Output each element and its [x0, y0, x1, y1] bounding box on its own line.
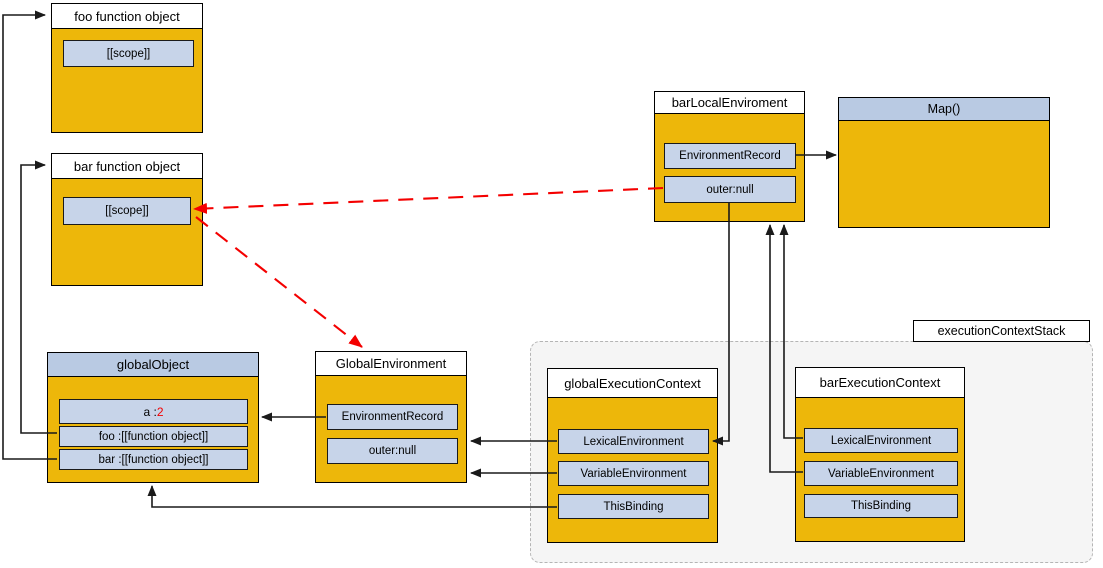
node-bar-execution-context-title: barExecutionContext [796, 368, 964, 398]
node-global-environment: GlobalEnvironment EnvironmentRecord oute… [315, 351, 467, 483]
global-object-row-a: a :2 [59, 399, 248, 424]
execution-context-stack-label: executionContextStack [913, 320, 1090, 342]
global-environment-outer-row: outer:null [327, 438, 458, 464]
bar-local-environment-record-row: EnvironmentRecord [664, 143, 796, 169]
node-bar-execution-context: barExecutionContext LexicalEnvironment V… [795, 367, 965, 542]
execution-context-stack-label-text: executionContextStack [937, 324, 1066, 338]
node-map: Map() [838, 97, 1050, 228]
row-a-value: 2 [156, 404, 164, 419]
bar-ec-variable-row: VariableEnvironment [804, 461, 958, 486]
node-global-environment-title: GlobalEnvironment [316, 352, 466, 376]
row-a-label: a : [143, 404, 157, 419]
global-object-row-bar: bar :[[function object]] [59, 449, 248, 470]
red-arrow-barlocal-outer-to-bar-scope [193, 186, 664, 214]
bar-ec-lexical-row: LexicalEnvironment [804, 428, 958, 453]
bar-local-environment-outer-row: outer:null [664, 176, 796, 203]
red-arrow-bar-scope-to-globalenv [195, 216, 363, 348]
global-object-row-foo: foo :[[function object]] [59, 426, 248, 447]
node-global-execution-context: globalExecutionContext LexicalEnvironmen… [547, 368, 718, 543]
global-ec-thisbinding-row: ThisBinding [558, 494, 709, 519]
global-ec-variable-row: VariableEnvironment [558, 461, 709, 486]
node-bar-function-object-title: bar function object [52, 154, 202, 179]
node-foo-function-object-title: foo function object [52, 4, 202, 29]
node-bar-local-environment: barLocalEnviroment EnvironmentRecord out… [654, 91, 805, 222]
node-map-title: Map() [839, 98, 1049, 121]
node-bar-function-object: bar function object [[scope]] [51, 153, 203, 286]
bar-scope-row: [[scope]] [63, 197, 191, 225]
global-ec-lexical-row: LexicalEnvironment [558, 429, 709, 454]
node-foo-function-object: foo function object [[scope]] [51, 3, 203, 133]
node-global-object: globalObject a :2 foo :[[function object… [47, 352, 259, 483]
arrow-global-ec-thisbinding-to-globalobject [147, 485, 557, 508]
foo-scope-row: [[scope]] [63, 40, 194, 67]
node-global-object-title: globalObject [48, 353, 258, 377]
global-environment-record-row: EnvironmentRecord [327, 404, 458, 430]
node-global-execution-context-title: globalExecutionContext [548, 369, 717, 398]
node-bar-local-environment-title: barLocalEnviroment [655, 92, 804, 114]
bar-ec-thisbinding-row: ThisBinding [804, 494, 958, 518]
